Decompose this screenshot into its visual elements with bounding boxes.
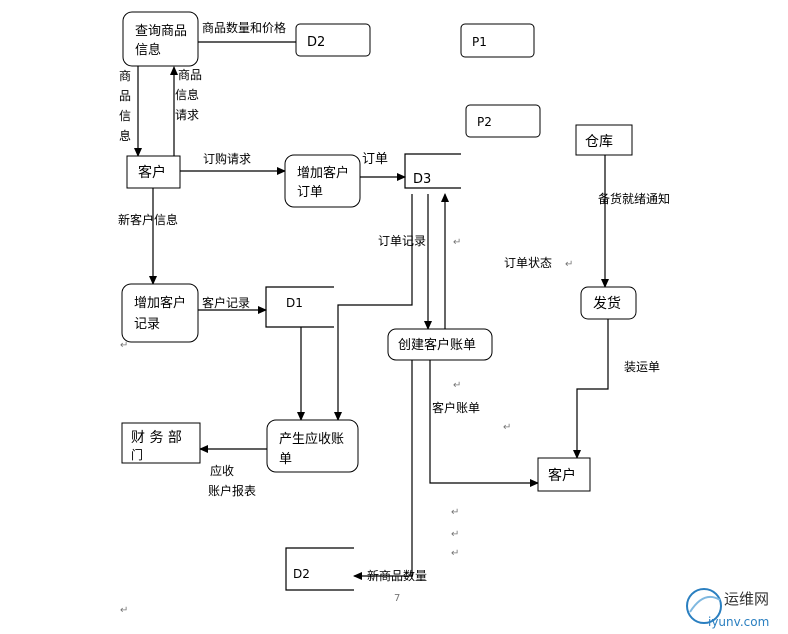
entity-finance: 财 务 部 门	[121, 422, 201, 464]
process-create-bill-label: 创建客户账单	[398, 337, 476, 353]
label-order-record: 订单记录	[378, 234, 426, 248]
label-customer-bill: 客户账单	[432, 400, 480, 415]
store-d3-label: D3	[413, 172, 431, 187]
process-gen-receivable-line2: 单	[279, 452, 292, 467]
label-new-goods-qty: 新商品数量	[367, 568, 427, 583]
entity-customer-bottom: 客户	[537, 457, 591, 492]
process-create-bill: 创建客户账单	[387, 328, 493, 361]
process-add-record-line2: 记录	[134, 317, 160, 332]
process-add-record-line1: 增加客户	[134, 295, 186, 311]
store-d1-label: D1	[286, 296, 303, 310]
entity-finance-line2: 门	[131, 447, 143, 462]
process-add-record: 增加客户 记录	[121, 283, 199, 343]
label-order: 订单	[362, 152, 388, 167]
label-stock-ready: 备货就绪通知	[598, 191, 670, 206]
svg-text:↵: ↵	[453, 237, 461, 248]
store-d2-top-label: D2	[307, 35, 325, 50]
process-query-goods: 查询商品 信息	[122, 11, 199, 67]
svg-text:↵: ↵	[503, 422, 511, 433]
label-order-request: 订购请求	[203, 151, 251, 166]
label-receivable-2: 账户报表	[208, 483, 256, 498]
process-p2: P2	[465, 104, 541, 138]
watermark-cn: 运维网	[724, 590, 769, 608]
svg-text:↵: ↵	[453, 380, 461, 391]
watermark-circle-icon	[686, 588, 722, 624]
label-goods-info-request-3: 请求	[175, 108, 199, 122]
label-order-status: 订单状态	[504, 256, 552, 270]
label-goods-info-v2: 品	[119, 89, 131, 103]
paragraph-marks: ↵ ↵ ↵ ↵ ↵ ↵ ↵ ↵ ↵	[120, 237, 573, 616]
svg-text:↵: ↵	[120, 605, 128, 616]
entity-customer-bottom-label: 客户	[548, 467, 576, 484]
watermark-logo: 运维网 iyunv.com	[686, 588, 769, 629]
watermark-url: iyunv.com	[708, 615, 769, 629]
process-p2-label: P2	[477, 115, 492, 129]
label-shipping-note: 装运单	[624, 360, 660, 374]
label-goods-info-v3: 信	[119, 109, 131, 123]
label-new-customer-info: 新客户信息	[118, 212, 178, 227]
process-add-order: 增加客户 订单	[284, 154, 361, 208]
svg-text:↵: ↵	[565, 259, 573, 270]
label-goods-info-request-1: 商品	[178, 67, 202, 82]
entity-customer-top-label: 客户	[138, 164, 166, 181]
svg-text:↵: ↵	[451, 548, 459, 559]
store-d3: D3	[404, 153, 461, 189]
process-gen-receivable-line1: 产生应收账	[279, 431, 344, 447]
entity-finance-line1: 财 务 部	[131, 430, 182, 446]
label-goods-info-v1: 商	[119, 68, 131, 83]
flow-create-bill-to-d2	[353, 360, 413, 580]
label-goods-info-v4: 息	[119, 128, 131, 143]
flow-d3-to-receivable	[334, 194, 413, 421]
label-receivable-1: 应收	[210, 463, 234, 478]
process-add-order-line1: 增加客户	[297, 165, 349, 181]
process-add-order-line2: 订单	[297, 185, 323, 200]
process-query-goods-line1: 查询商品	[135, 24, 187, 39]
store-d2-bottom-label: D2	[293, 567, 310, 581]
store-d2-top: D2	[295, 23, 371, 57]
entity-customer-top: 客户	[126, 155, 181, 189]
store-d1: D1	[265, 286, 334, 328]
svg-text:↵: ↵	[120, 340, 128, 351]
process-query-goods-line2: 信息	[135, 42, 161, 58]
process-ship-label: 发货	[593, 295, 621, 312]
svg-text:↵: ↵	[451, 529, 459, 540]
label-goods-qty-price: 商品数量和价格	[202, 20, 286, 35]
svg-text:↵: ↵	[451, 507, 459, 518]
label-customer-record: 客户记录	[202, 295, 250, 310]
process-gen-receivable: 产生应收账 单	[266, 419, 359, 473]
entity-warehouse-label: 仓库	[585, 134, 613, 150]
process-p1-label: P1	[472, 35, 487, 49]
process-p1: P1	[460, 23, 535, 58]
page-number: 7	[394, 593, 400, 604]
entity-warehouse: 仓库	[575, 124, 633, 156]
flow-ship-to-customer	[573, 319, 609, 459]
flow-create-bill-to-customer	[429, 360, 539, 487]
process-ship: 发货	[580, 286, 637, 320]
label-goods-info-request-2: 信息	[175, 87, 199, 102]
store-d2-bottom: D2	[285, 547, 354, 591]
